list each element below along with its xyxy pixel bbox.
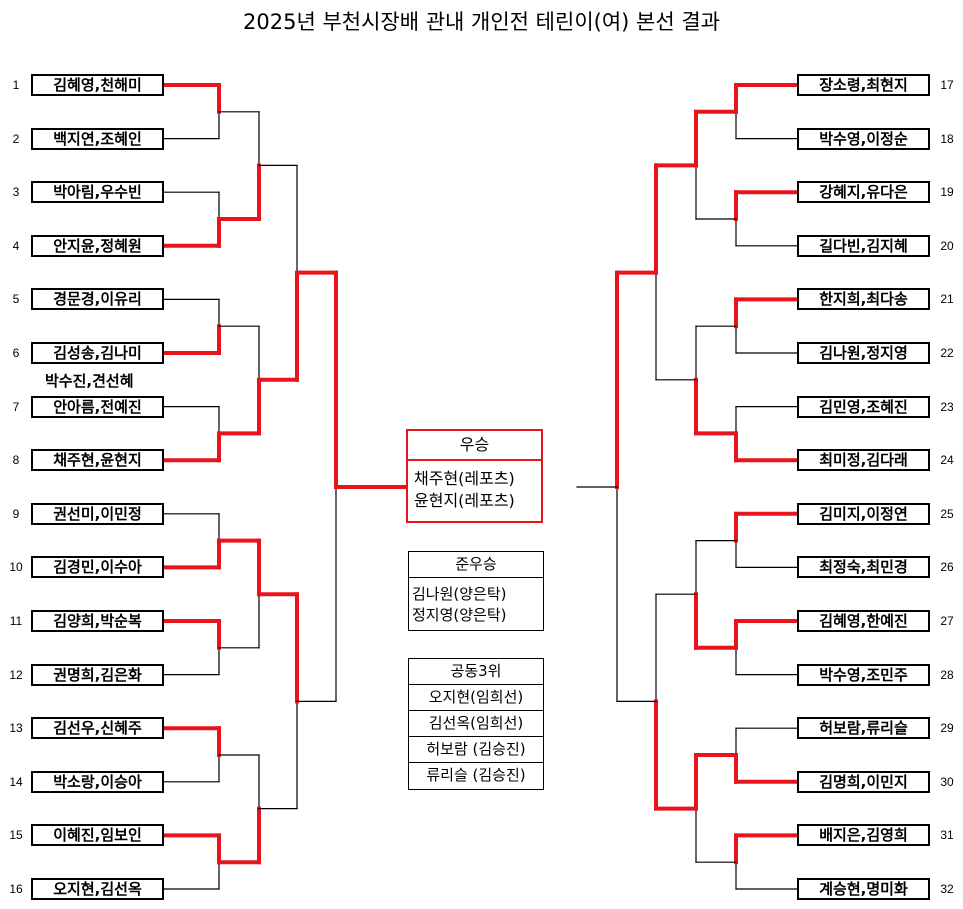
seed-number: 17 <box>940 78 954 92</box>
third-place-title: 공동3위 <box>409 659 543 685</box>
team-box: 길다빈,김지혜 <box>797 234 930 257</box>
seed-number: 12 <box>9 667 23 682</box>
team-box: 허보람,류리슬 <box>797 717 930 740</box>
team-box: 배지은,김영희 <box>797 824 930 847</box>
team-box: 이혜진,임보인 <box>31 824 164 847</box>
seed-number: 30 <box>940 774 954 789</box>
team-box: 경문경,이유리 <box>31 288 164 311</box>
team-box: 김민영,조혜진 <box>797 395 930 418</box>
team-box: 강혜지,유다은 <box>797 181 930 204</box>
seed-number: 6 <box>12 346 20 360</box>
seed-number: 8 <box>12 453 20 468</box>
team-box: 오지현,김선옥 <box>31 878 164 900</box>
seed-number: 27 <box>940 614 954 628</box>
seed-number: 1 <box>12 78 20 92</box>
team-box: 계승현,명미화 <box>797 878 930 900</box>
team-box: 김양희,박순복 <box>31 610 164 632</box>
team-box: 박아림,우수빈 <box>31 181 164 204</box>
seed-number: 21 <box>940 292 954 307</box>
seed-number: 20 <box>940 238 954 253</box>
seed-number: 26 <box>940 560 954 575</box>
third-place-box: 공동3위 오지현(임희선) 김선옥(임희선) 허보람 (김승진) 류리슬 (김승… <box>408 658 544 790</box>
team-box: 김성송,김나미 <box>31 342 164 364</box>
seed-number: 18 <box>940 131 954 146</box>
seed-number: 23 <box>940 399 954 414</box>
extra-team-label: 박수진,견선혜 <box>45 372 134 390</box>
team-box: 박수영,이정순 <box>797 127 930 150</box>
seed-number: 11 <box>9 614 23 628</box>
seed-number: 4 <box>12 238 20 253</box>
third-place-member: 오지현(임희선) <box>409 685 543 711</box>
seed-number: 13 <box>9 721 23 736</box>
seed-number: 19 <box>940 185 954 200</box>
seed-number: 14 <box>9 774 23 789</box>
team-box: 최정숙,최민경 <box>797 556 930 579</box>
team-box: 백지연,조혜인 <box>31 127 164 150</box>
team-box: 김명희,이민지 <box>797 770 930 793</box>
team-box: 권명희,김은화 <box>31 663 164 686</box>
team-box: 안지윤,정혜원 <box>31 234 164 257</box>
team-box: 한지희,최다송 <box>797 288 930 311</box>
runner-up-box: 준우승 김나원(양은탁) 정지영(양은탁) <box>408 551 544 631</box>
team-box: 채주현,윤현지 <box>31 449 164 472</box>
seed-number: 31 <box>940 828 954 843</box>
champion-member: 채주현(레포츠) <box>414 469 515 488</box>
runner-up-title: 준우승 <box>409 552 543 578</box>
seed-number: 22 <box>940 346 954 360</box>
champion-box: 우승 채주현(레포츠) 윤현지(레포츠) <box>406 429 543 523</box>
team-box: 박수영,조민주 <box>797 663 930 686</box>
team-box: 안아름,전예진 <box>31 395 164 418</box>
team-box: 박소랑,이승아 <box>31 770 164 793</box>
runner-up-member: 정지영(양은탁) <box>412 606 507 624</box>
seed-number: 24 <box>940 453 954 468</box>
seed-number: 5 <box>12 292 20 307</box>
seed-number: 15 <box>9 828 23 843</box>
seed-number: 28 <box>940 667 954 682</box>
team-box: 김선우,신혜주 <box>31 717 164 740</box>
team-box: 권선미,이민정 <box>31 502 164 525</box>
seed-number: 29 <box>940 721 954 736</box>
team-box: 김미지,이정연 <box>797 502 930 525</box>
seed-number: 9 <box>12 506 20 521</box>
team-box: 김경민,이수아 <box>31 556 164 579</box>
seed-number: 7 <box>12 399 20 414</box>
team-box: 김혜영,한예진 <box>797 610 930 632</box>
champion-member: 윤현지(레포츠) <box>414 491 515 510</box>
seed-number: 10 <box>9 560 23 575</box>
third-place-member: 류리슬 (김승진) <box>426 766 526 784</box>
seed-number: 25 <box>940 506 954 521</box>
third-place-member: 김선옥(임희선) <box>409 711 543 737</box>
seed-number: 16 <box>9 882 23 896</box>
champion-title: 우승 <box>408 431 541 461</box>
team-box: 장소령,최현지 <box>797 74 930 96</box>
team-box: 김나원,정지영 <box>797 342 930 364</box>
team-box: 김혜영,천해미 <box>31 74 164 96</box>
seed-number: 32 <box>940 882 954 896</box>
seed-number: 2 <box>12 131 20 146</box>
runner-up-member: 김나원(양은탁) <box>412 585 507 603</box>
page-title: 2025년 부천시장배 관내 개인전 테린이(여) 본선 결과 <box>243 10 720 34</box>
third-place-member: 허보람 (김승진) <box>409 737 543 763</box>
seed-number: 3 <box>12 185 20 200</box>
team-box: 최미정,김다래 <box>797 449 930 472</box>
